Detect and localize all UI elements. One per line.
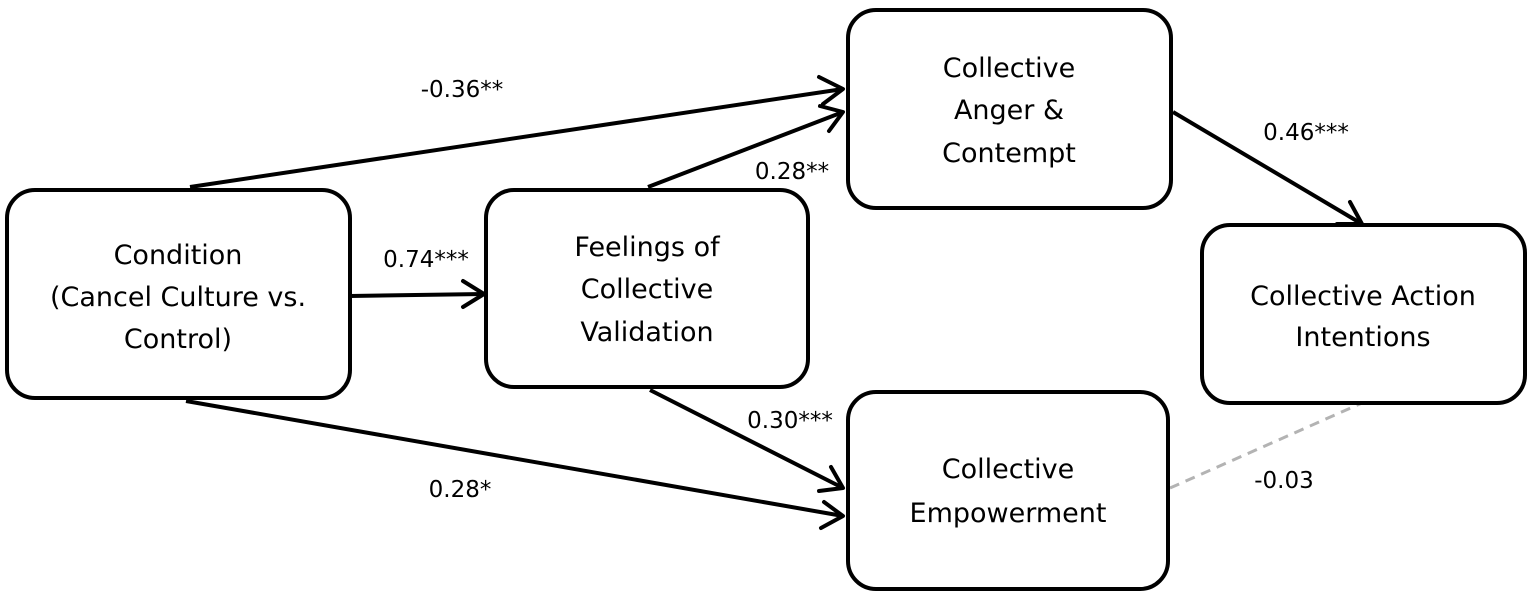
coef-condition-to-anger: -0.36** — [421, 77, 504, 103]
coef-validation-to-empowerment: 0.30*** — [747, 408, 833, 434]
coef-condition-to-empowerment: 0.28* — [429, 477, 492, 503]
node-empowerment-box — [846, 390, 1170, 591]
node-validation-line-1: Feelings of — [574, 232, 721, 263]
path-coefficients: -0.36** 0.74*** 0.28** 0.30*** 0.28* 0.4… — [383, 77, 1349, 503]
node-validation-box — [484, 188, 810, 389]
node-anger-line-2: Anger & — [954, 95, 1064, 126]
node-empowerment-line-1: Collective — [942, 454, 1075, 485]
node-validation-line-3: Validation — [580, 317, 713, 348]
node-anger-line-1: Collective — [943, 53, 1076, 84]
arrow-condition-to-validation — [349, 279, 486, 309]
node-validation-line-2: Collective — [581, 274, 714, 305]
node-validation: Feelings of Collective Validation — [484, 188, 810, 389]
node-action-box — [1200, 223, 1527, 405]
node-condition-line-1: Condition — [114, 240, 243, 271]
node-condition-line-3: Control) — [124, 324, 232, 355]
node-condition-line-2: (Cancel Culture vs. — [50, 282, 306, 313]
arrow-condition-to-anger — [189, 75, 845, 189]
arrow-validation-to-empowerment — [649, 388, 845, 493]
node-anger-line-3: Contempt — [942, 138, 1076, 169]
dashed-path-empowerment-to-action — [1169, 401, 1363, 490]
coef-empowerment-to-action: -0.03 — [1254, 468, 1314, 494]
node-action-line-2: Intentions — [1295, 322, 1430, 353]
node-action-line-1: Collective Action — [1250, 281, 1476, 312]
node-condition: Condition (Cancel Culture vs. Control) — [5, 188, 352, 400]
node-anger: Collective Anger & Contempt — [846, 8, 1173, 210]
node-anger-box — [846, 8, 1173, 210]
node-empowerment: Collective Empowerment — [846, 390, 1170, 591]
arrow-validation-to-anger — [647, 104, 845, 189]
coef-validation-to-anger: 0.28** — [755, 159, 829, 185]
node-condition-box — [5, 188, 352, 400]
coef-condition-to-validation: 0.74*** — [383, 247, 469, 273]
node-empowerment-line-2: Empowerment — [910, 498, 1107, 529]
node-action: Collective Action Intentions — [1200, 223, 1527, 405]
arrow-condition-to-empowerment — [185, 399, 845, 530]
path-arrows — [185, 75, 1364, 530]
coef-anger-to-action: 0.46*** — [1263, 120, 1349, 146]
